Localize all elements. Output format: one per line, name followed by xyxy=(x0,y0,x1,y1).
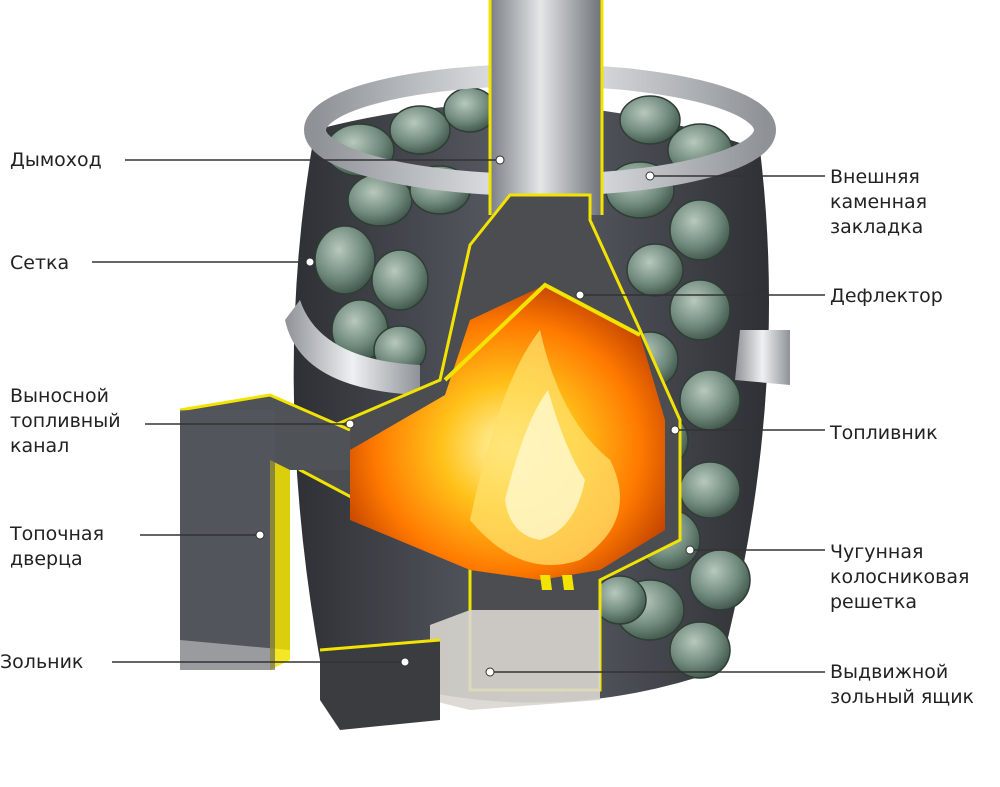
leader-dot xyxy=(575,290,585,300)
label-firebox: Топливник xyxy=(830,422,938,444)
leader-dot xyxy=(345,419,355,429)
stone xyxy=(371,249,429,311)
leader-dot xyxy=(255,530,265,540)
stone xyxy=(443,87,497,133)
stone xyxy=(314,225,376,295)
stone xyxy=(619,95,681,145)
leader-dot xyxy=(485,667,495,677)
leader-dot xyxy=(495,155,505,165)
label-remote-fuel-channel: Выносной топливный канал xyxy=(10,385,121,457)
label-cast-iron-grate: Чугунная колосниковая решетка xyxy=(830,541,970,613)
leader-dot xyxy=(400,657,410,667)
label-ash-pit: Зольник xyxy=(0,651,84,673)
stone xyxy=(689,549,751,611)
stone xyxy=(626,243,684,297)
cast-iron-grate xyxy=(540,575,574,590)
label-firebox-door: Топочная дверца xyxy=(10,523,104,570)
fire xyxy=(350,285,665,580)
middle-steel-band xyxy=(285,300,790,395)
chimney-pipe xyxy=(488,0,604,215)
leader-lines xyxy=(92,155,825,677)
stone xyxy=(669,199,731,261)
label-ash-drawer: Выдвижной зольный ящик xyxy=(830,661,975,708)
stone xyxy=(679,461,741,519)
leader-dot xyxy=(670,425,680,435)
stone xyxy=(593,575,647,625)
stone xyxy=(389,105,451,155)
label-deflector: Дефлектор xyxy=(830,285,943,307)
stone xyxy=(669,621,731,679)
label-chimney: Дымоход xyxy=(10,149,102,171)
stone xyxy=(669,279,731,341)
remote-fuel-channel-and-door xyxy=(179,393,351,670)
leader-dot xyxy=(305,257,315,267)
label-outer-stone-load: Внешняя каменная закладка xyxy=(830,166,928,238)
leader-dot xyxy=(645,171,655,181)
stone xyxy=(679,369,741,431)
leader-dot xyxy=(685,545,695,555)
deflector-plate xyxy=(443,282,641,382)
label-mesh: Сетка xyxy=(10,252,70,274)
